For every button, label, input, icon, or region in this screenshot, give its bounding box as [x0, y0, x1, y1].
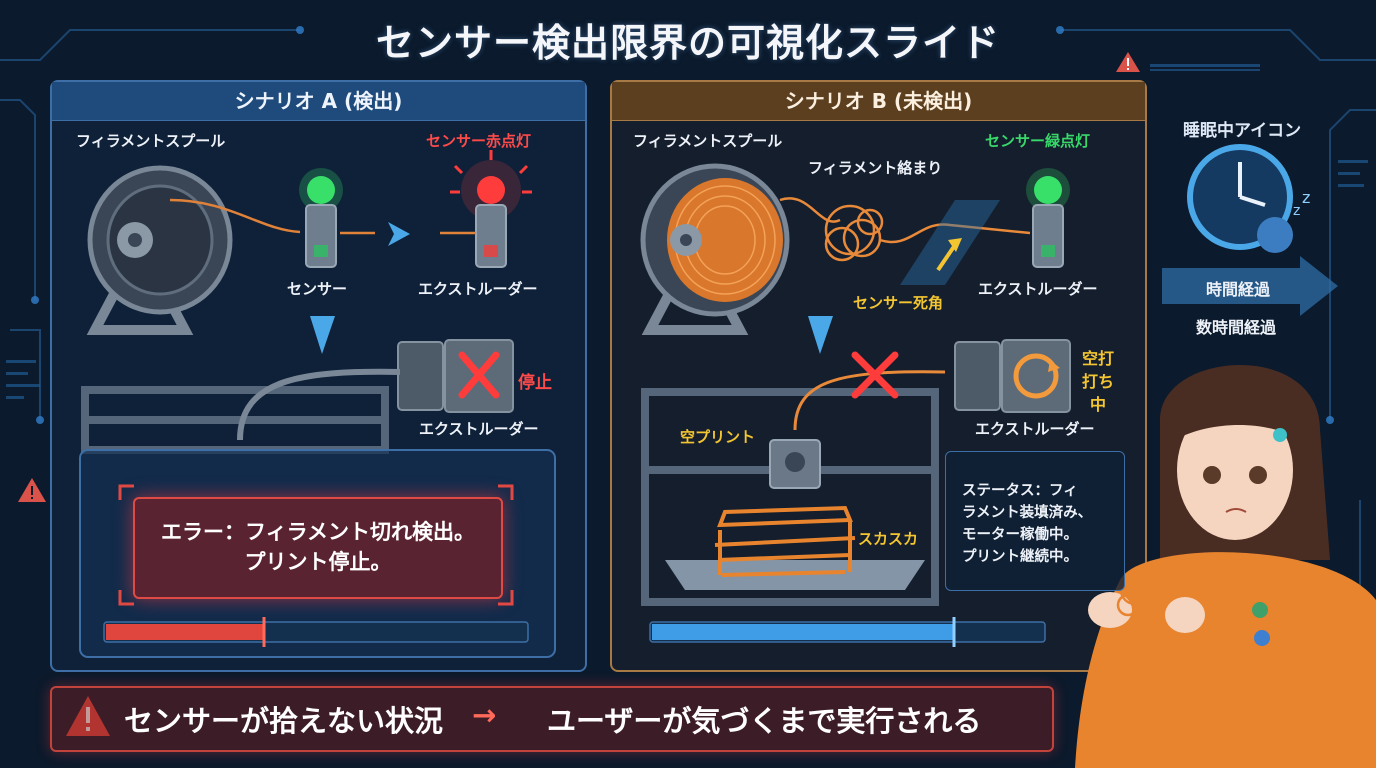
empty-print-label: 空プリント	[680, 428, 756, 446]
tangle-label: フィラメント絡まり	[808, 159, 943, 177]
time-passed-label: 時間経過	[1206, 280, 1271, 299]
worried-girl-illustration	[1075, 365, 1376, 768]
status-box: ステータス：フィ ラメント装填済み、 モーター稼働中。 プリント継続中。	[945, 451, 1125, 591]
error-line-1: エラー：フィラメント切れ検出。	[161, 520, 475, 544]
error-bracket-icons	[118, 484, 514, 606]
bottom-summary-bar: センサーが拾えない状況 → ユーザーが気づくまで実行される	[50, 686, 1054, 752]
extruder-a-label: エクストルーダー	[418, 280, 538, 298]
motor-a-extruder-label: エクストルーダー	[419, 420, 539, 438]
sensor-green-light-label: センサー緑点灯	[985, 132, 1091, 150]
sparse-label: スカスカ	[858, 530, 919, 548]
spool-a-label: フィラメントスプール	[76, 132, 226, 150]
idle-label-1: 空打	[1082, 349, 1115, 368]
bowden-tube-a	[237, 368, 401, 441]
error-line-2: プリント停止。	[244, 550, 392, 574]
motor-a-icon	[397, 339, 514, 413]
spool-a-icon	[86, 165, 233, 335]
arrow-down-b-icon	[808, 316, 833, 354]
progress-fill-b	[652, 624, 954, 640]
no-feed-x-icon	[851, 351, 899, 399]
warning-triangle-icon	[66, 696, 110, 736]
time-arrow-icon	[1162, 256, 1338, 316]
spool-b-icon	[640, 163, 790, 335]
scenario-b-header: シナリオ B (未検出)	[612, 82, 1145, 121]
motor-b-extruder-label: エクストルーダー	[975, 420, 1095, 438]
filament-a-line	[169, 198, 301, 234]
motor-b-icon	[954, 339, 1071, 413]
print-head-fan-icon	[785, 452, 805, 472]
spool-b-label: フィラメントスプール	[633, 132, 783, 150]
status-line-4: プリント継続中。	[962, 549, 1078, 565]
tangle-icon	[779, 197, 1031, 262]
svg-text:z: z	[1302, 188, 1310, 207]
clock-sleep-icon: z z	[1187, 144, 1310, 253]
status-line-2: ラメント装填済み、	[962, 505, 1093, 521]
arrow-down-icon	[310, 316, 335, 354]
arrow-right-icon	[388, 222, 410, 246]
bottom-left-text: センサーが拾えない状況	[124, 704, 444, 738]
blind-spot-arrow	[936, 243, 957, 272]
sensor-red-light-icon	[450, 150, 532, 268]
scenario-a-header: シナリオ A (検出)	[52, 82, 585, 121]
idle-label-3: 中	[1090, 395, 1107, 414]
progress-fill-a	[106, 624, 264, 640]
error-message-box: エラー：フィラメント切れ検出。 プリント停止。	[133, 497, 503, 599]
svg-text:z: z	[1293, 203, 1300, 219]
bottom-arrow: →	[472, 698, 497, 732]
bottom-right-text: ユーザーが気づくまで実行される	[547, 704, 982, 738]
idle-label-2: 打ち	[1082, 372, 1115, 391]
status-line-1: ステータス：フィ	[962, 483, 1078, 499]
status-line-3: モーター稼働中。	[962, 527, 1078, 543]
sparse-print-icon	[714, 505, 856, 577]
hours-passed-label: 数時間経過	[1196, 318, 1277, 337]
sensor-red-light-label: センサー赤点灯	[426, 132, 532, 150]
extruder-b-label: エクストルーダー	[978, 280, 1098, 298]
slide-title: センサー検出限界の可視化スライド	[375, 21, 1000, 65]
sensor-b-green-icon	[1026, 168, 1070, 268]
blind-spot-arrowhead	[948, 238, 962, 252]
filament-b-to-head	[793, 370, 946, 431]
sleep-icon-label: 睡眠中アイコン	[1183, 121, 1302, 141]
printer-frame-a	[81, 386, 389, 454]
blind-spot-label: センサー死角	[853, 294, 944, 312]
stop-label: 停止	[518, 373, 552, 393]
sensor-a-green-icon	[299, 168, 343, 268]
sensor-a-label: センサー	[287, 280, 348, 298]
